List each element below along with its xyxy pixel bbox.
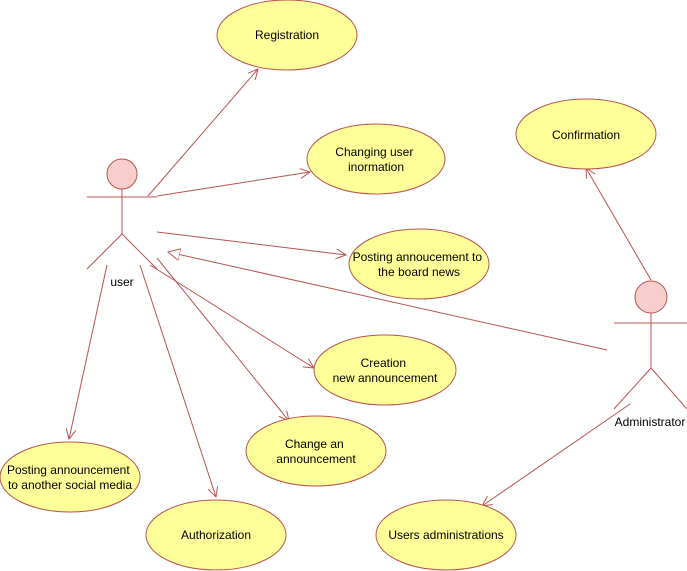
- edge-admin-generalization-user: [168, 252, 608, 351]
- use-case-label: Creation new announcement: [333, 356, 438, 385]
- use-case-shape[interactable]: [348, 228, 490, 300]
- edge-user-change-announcement: [156, 257, 289, 421]
- edge-user-authorization: [139, 264, 216, 497]
- use-case-label: Users administrations: [388, 528, 503, 542]
- use-case-posting-board-news[interactable]: Posting annoucement to the board news: [348, 228, 490, 300]
- use-case-posting-social-media[interactable]: Posting announcement to another social m…: [0, 441, 141, 513]
- use-case-confirmation[interactable]: Confirmation: [515, 98, 657, 170]
- associations: [69, 69, 652, 506]
- edge-user-posting-social-media: [69, 264, 108, 439]
- edge-user-posting-board-news: [156, 231, 346, 255]
- user-actor-label: user: [110, 275, 133, 289]
- edge-admin-confirmation: [586, 168, 652, 281]
- use-case-label: Changing user inormation: [335, 145, 416, 174]
- admin-actor-head: [634, 280, 668, 314]
- use-case-shape[interactable]: [313, 334, 457, 406]
- use-case-registration[interactable]: Registration: [216, 0, 358, 71]
- edge-user-creation-announcement: [149, 264, 314, 368]
- use-case-shape[interactable]: [0, 441, 141, 513]
- use-case-label: Confirmation: [552, 128, 620, 142]
- edge-admin-users-administrations: [482, 403, 631, 506]
- use-case-shape[interactable]: [515, 98, 657, 170]
- use-case-shape[interactable]: [306, 123, 446, 195]
- admin-actor-right-leg: [650, 367, 687, 410]
- use-case-label: Posting announcement to another social m…: [7, 463, 133, 492]
- use-case-shape[interactable]: [245, 415, 387, 487]
- use-case-creation-new-announcement[interactable]: Creation new announcement: [313, 334, 457, 406]
- actor-user: [86, 158, 158, 270]
- use-case-shape[interactable]: [375, 499, 517, 571]
- user-actor-head: [106, 158, 138, 190]
- edge-user-registration: [147, 69, 258, 197]
- use-case-label: Change an announcement: [276, 437, 356, 466]
- actor-administrator: [613, 280, 687, 410]
- admin-actor-label: Administrator: [615, 415, 686, 429]
- user-actor-right-leg: [121, 233, 158, 270]
- edge-user-changing-information: [156, 172, 310, 197]
- use-case-authorization[interactable]: Authorization: [145, 499, 287, 571]
- use-case-users-administrations[interactable]: Users administrations: [375, 499, 517, 571]
- use-case-change-announcement[interactable]: Change an announcement: [245, 415, 387, 487]
- use-case-shape[interactable]: [145, 499, 287, 571]
- admin-actor-left-leg: [613, 367, 652, 410]
- use-case-shape[interactable]: [216, 0, 358, 71]
- use-case-label: Posting annoucement to the board news: [353, 250, 486, 279]
- user-actor-left-leg: [86, 233, 123, 270]
- use-case-changing-user-information[interactable]: Changing user inormation: [306, 123, 446, 195]
- use-case-label: Authorization: [181, 528, 251, 542]
- use-case-label: Registration: [255, 28, 319, 42]
